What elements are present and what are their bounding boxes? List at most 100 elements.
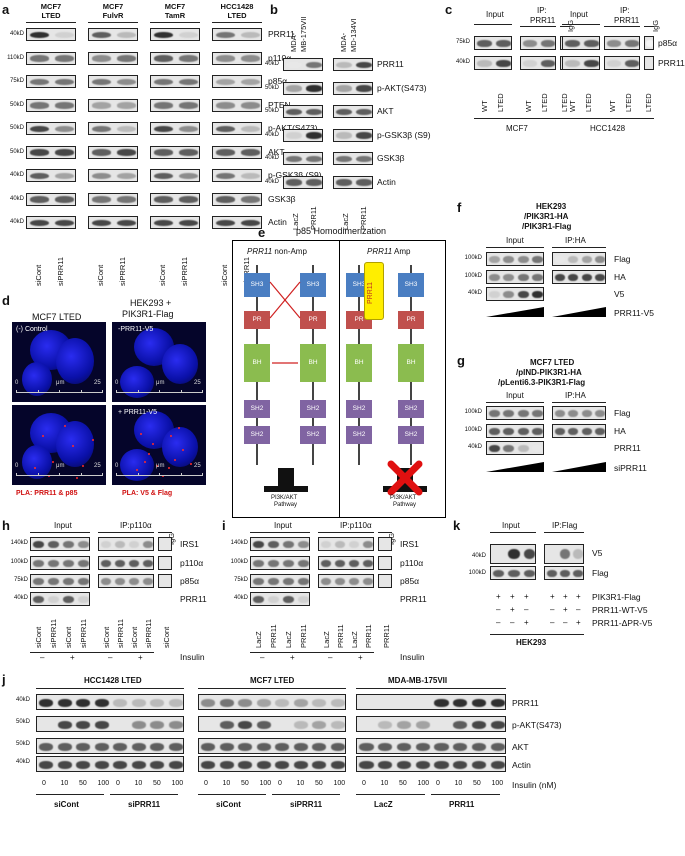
h-lane-label: siPRR11 bbox=[79, 618, 88, 648]
k-footer-line bbox=[490, 634, 584, 635]
g-blot-strip bbox=[552, 406, 606, 420]
blot-band bbox=[216, 31, 235, 39]
g-row-label: PRR11 bbox=[614, 443, 641, 453]
j-group-line bbox=[110, 794, 178, 795]
blot-band bbox=[282, 578, 295, 586]
a-group-line bbox=[88, 22, 138, 23]
blot-band bbox=[92, 172, 111, 180]
blot-band bbox=[396, 760, 411, 769]
blot-band bbox=[581, 428, 592, 436]
blot-band bbox=[150, 742, 165, 751]
blot-band bbox=[94, 742, 109, 751]
blot-band bbox=[47, 578, 60, 586]
j-group-line bbox=[272, 794, 340, 795]
a-row-label: GSK3β bbox=[268, 193, 296, 204]
f-line bbox=[486, 247, 544, 248]
b-cell-line: MD-134VI bbox=[349, 18, 358, 52]
a-blot-strip bbox=[26, 122, 76, 135]
c-lane-label: LTED bbox=[584, 93, 593, 112]
d-pla-dot bbox=[72, 445, 74, 447]
blot-band bbox=[179, 172, 198, 180]
blot-band bbox=[378, 742, 393, 751]
blot-band bbox=[216, 172, 235, 180]
d-pla-dot bbox=[148, 453, 150, 455]
blot-band bbox=[362, 541, 373, 549]
blot-band bbox=[150, 760, 165, 769]
i-lane-label: LacZ bbox=[254, 631, 263, 648]
a-blot-strip bbox=[26, 216, 76, 229]
b-blot-strip bbox=[333, 175, 373, 189]
blot-band bbox=[131, 742, 146, 751]
h-blot-strip bbox=[158, 556, 172, 570]
blot-band bbox=[334, 560, 346, 568]
blot-band bbox=[55, 196, 74, 203]
j-blot-strip bbox=[356, 756, 506, 772]
blot-band bbox=[267, 560, 280, 568]
j-dose: 0 bbox=[204, 780, 208, 787]
h-blot-strip bbox=[158, 574, 172, 588]
blot-band bbox=[336, 155, 352, 163]
blot-band bbox=[238, 742, 253, 751]
blot-band bbox=[312, 742, 327, 751]
d-pla-dot bbox=[190, 463, 192, 465]
g-blot-strip bbox=[486, 441, 544, 455]
j-dose: 0 bbox=[278, 780, 282, 787]
k-cond-sign: – bbox=[496, 618, 501, 627]
blot-band bbox=[216, 125, 235, 133]
a-blot-strip bbox=[88, 122, 138, 135]
blot-band bbox=[150, 698, 165, 707]
blot-band bbox=[330, 720, 345, 729]
h-insulin-sign: – bbox=[40, 653, 45, 662]
j-dose: 50 bbox=[399, 780, 407, 787]
d-pla-dot bbox=[82, 465, 84, 467]
c-group-label: HCC1428 bbox=[590, 124, 626, 133]
blot-band bbox=[241, 125, 260, 133]
k-header: IP:Flag bbox=[552, 521, 578, 530]
blot-band bbox=[282, 541, 295, 549]
f-blot-strip bbox=[486, 270, 544, 284]
blot-band bbox=[77, 541, 89, 549]
d-caption: PLA: V5 & Flag bbox=[122, 490, 173, 497]
h-blot-strip bbox=[158, 537, 172, 551]
blot-band bbox=[32, 541, 45, 549]
blot-band bbox=[312, 720, 327, 729]
b-row-label: p-AKT(S473) bbox=[377, 82, 427, 93]
blot-band bbox=[490, 720, 505, 729]
c-line bbox=[604, 26, 640, 27]
e-left-title-rest: non-Amp bbox=[272, 247, 307, 256]
a-blot-strip bbox=[212, 145, 262, 159]
k-cond-label: PRR11-WT-V5 bbox=[592, 605, 648, 615]
blot-band bbox=[30, 219, 49, 227]
blot-band bbox=[503, 410, 515, 418]
blot-band bbox=[154, 31, 173, 39]
c-line bbox=[560, 26, 570, 27]
a-group-line bbox=[212, 22, 262, 23]
e-domain-sh2: SH2 bbox=[346, 400, 372, 418]
blot-band bbox=[76, 698, 91, 707]
d-scale-tick bbox=[202, 473, 203, 476]
e-domain-pr: PR bbox=[244, 311, 270, 329]
j-group-line bbox=[431, 794, 500, 795]
a-size-marker: 50kD bbox=[9, 125, 24, 131]
j-row-label: PRR11 bbox=[512, 698, 539, 708]
blot-band bbox=[179, 31, 198, 39]
blot-band bbox=[168, 742, 183, 751]
blot-band bbox=[573, 549, 583, 560]
blot-band bbox=[286, 85, 302, 92]
c-line bbox=[562, 24, 600, 25]
e-pathway-label: PI3K/AKT bbox=[271, 495, 298, 501]
f-blot-strip bbox=[486, 287, 544, 301]
d-scale-tick bbox=[102, 390, 103, 393]
blot-band bbox=[517, 291, 529, 299]
blot-band bbox=[471, 742, 486, 751]
c-header: PRR11 bbox=[614, 16, 640, 25]
h-row-label: IRS1 bbox=[180, 539, 199, 549]
blot-band bbox=[532, 428, 543, 436]
k-row-label: Flag bbox=[592, 568, 609, 578]
c-blot-strip bbox=[474, 36, 512, 50]
blot-band bbox=[297, 541, 309, 549]
j-line bbox=[356, 688, 506, 689]
e-domain-bh: BH bbox=[346, 344, 372, 382]
a-row-label: p110α bbox=[268, 52, 292, 63]
blot-band bbox=[581, 410, 592, 418]
